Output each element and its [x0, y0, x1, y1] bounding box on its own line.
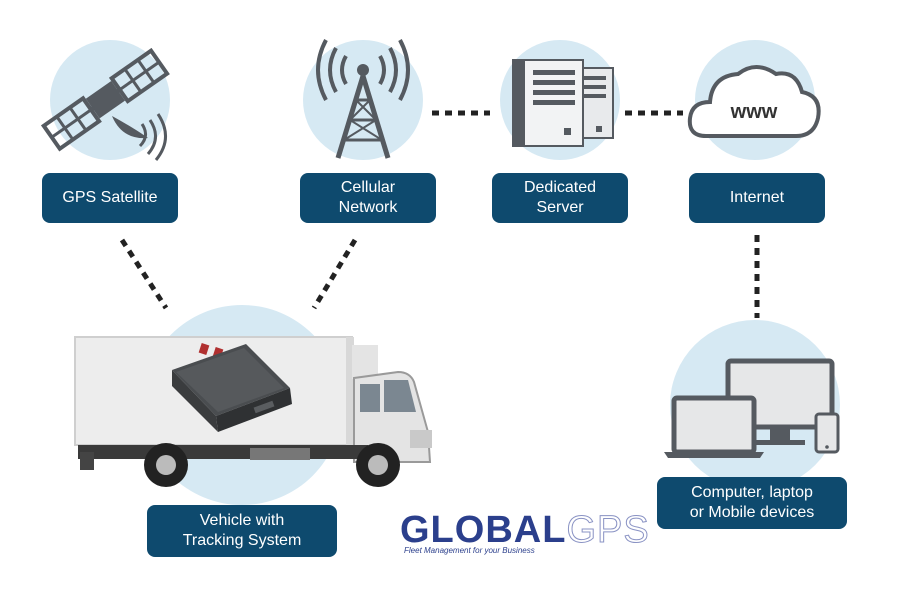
globalgps-logo: GLOBALGPS Fleet Management for your Busi…	[400, 510, 649, 560]
cloud-www-text: www	[730, 101, 778, 123]
label-devices-line2: or Mobile devices	[689, 504, 815, 521]
label-cellular-network: Cellular Network	[300, 173, 436, 223]
label-dedicated-server: Dedicated Server	[492, 173, 628, 223]
logo-wordmark: GLOBALGPS	[400, 509, 650, 551]
label-server-line1: Dedicated	[523, 179, 597, 196]
logo-brand-suffix: GPS	[566, 509, 650, 551]
label-internet: Internet	[689, 173, 825, 223]
label-cellular-line1: Cellular	[340, 179, 396, 196]
label-vehicle: Vehicle with Tracking System	[147, 505, 337, 557]
logo-brand-rest: BAL	[485, 509, 567, 551]
label-gps-satellite-text: GPS Satellite	[62, 189, 158, 206]
gps-tracker-device-icon	[172, 343, 292, 432]
label-devices-line1: Computer, laptop	[691, 484, 813, 501]
label-vehicle-line2: Tracking System	[182, 532, 302, 549]
logo-brand-main: GL	[400, 509, 455, 551]
label-cellular-line2: Network	[338, 199, 398, 216]
label-internet-text: Internet	[729, 189, 785, 206]
label-vehicle-line1: Vehicle with	[199, 512, 285, 529]
devices-icon	[664, 358, 840, 458]
cloud-icon: www	[687, 65, 821, 138]
connector-tower-vehicle	[311, 238, 358, 310]
logo-brand-o: O	[454, 509, 486, 551]
label-devices: Computer, laptop or Mobile devices	[657, 477, 847, 529]
laptop-icon	[671, 395, 757, 455]
label-gps-satellite: GPS Satellite	[42, 173, 178, 223]
logo-tagline: Fleet Management for your Business	[404, 546, 535, 555]
satellite-icon	[40, 47, 170, 161]
cell-tower-icon	[316, 39, 410, 159]
connector-satellite-vehicle	[119, 238, 169, 310]
mobile-phone-icon	[814, 412, 840, 454]
connectors	[119, 110, 760, 318]
server-icon	[512, 59, 614, 147]
label-server-line2: Server	[536, 199, 584, 216]
